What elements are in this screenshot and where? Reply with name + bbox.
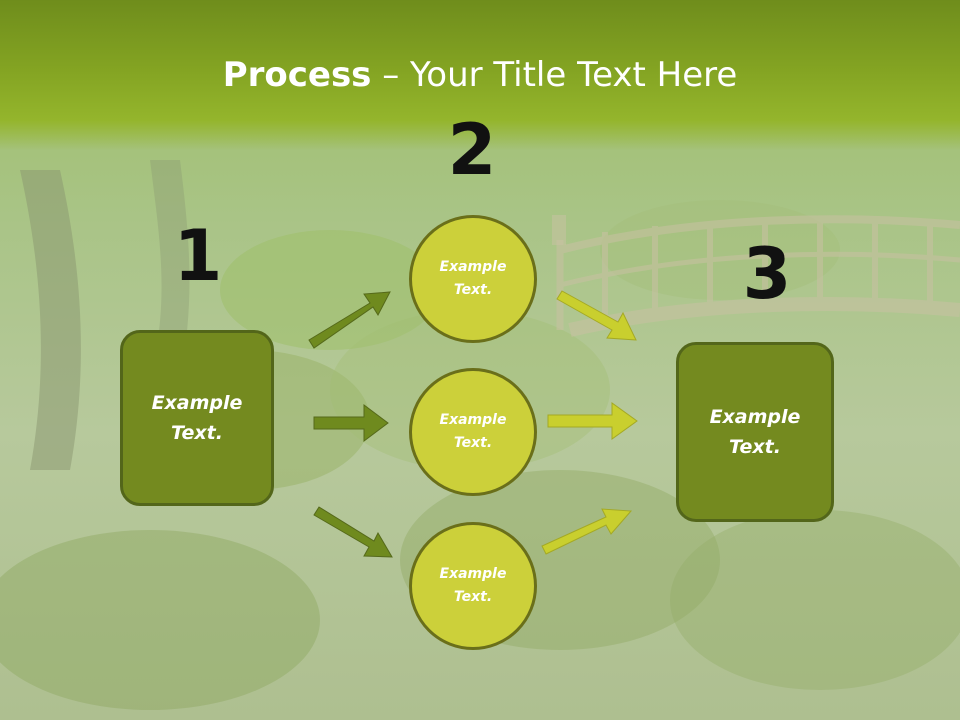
title-bold: Process	[222, 55, 372, 95]
title-rest: – Your Title Text Here	[371, 55, 738, 95]
process-circle-top: Example Text.	[409, 215, 537, 343]
circle-top-text: Example Text.	[439, 259, 507, 298]
arrow-left-up	[308, 291, 391, 349]
circle-bottom-text: Example Text.	[439, 566, 507, 605]
title-banner	[0, 0, 960, 150]
right-box-text: Example Text.	[709, 406, 801, 458]
arrow-right-down	[556, 290, 637, 341]
process-circle-middle: Example Text.	[409, 368, 537, 496]
circle-middle-text: Example Text.	[439, 412, 507, 451]
step-number-1: 1	[173, 215, 223, 297]
step-number-2: 2	[447, 109, 497, 191]
left-process-box: Example Text.	[120, 330, 274, 506]
process-circle-bottom: Example Text.	[409, 522, 537, 650]
right-process-box: Example Text.	[676, 342, 834, 522]
step-number-3: 3	[742, 233, 792, 315]
arrow-left-middle	[313, 404, 389, 442]
arrow-left-down	[313, 506, 393, 558]
slide-title: Process – Your Title Text Here	[0, 52, 960, 98]
arrow-right-up	[541, 508, 633, 555]
arrow-right-middle	[547, 402, 638, 440]
left-box-text: Example Text.	[151, 392, 243, 444]
